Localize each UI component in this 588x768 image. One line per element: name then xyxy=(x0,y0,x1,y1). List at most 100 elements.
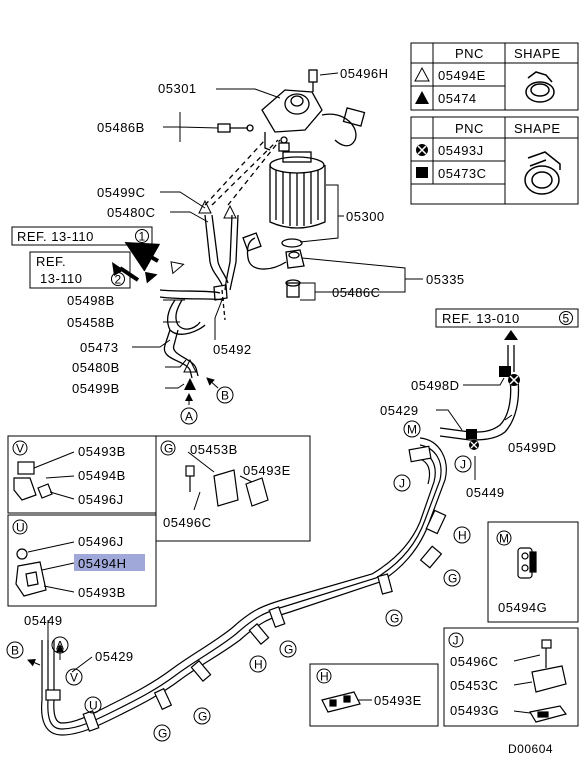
filled-triangle-icon xyxy=(184,378,196,390)
box-u-tag: U xyxy=(16,521,25,535)
callout-j: J xyxy=(460,458,467,472)
box-g-part-3: 05496C xyxy=(163,515,212,530)
ref-13-010: REF. 13-010 5 xyxy=(435,308,579,328)
callout-b: B xyxy=(11,644,20,658)
box-j-part-2: 05453C xyxy=(450,678,499,693)
label-05480C: 05480C xyxy=(107,205,156,220)
table2-header-shape: SHAPE xyxy=(514,121,561,136)
ref-13-110-2-line2: 13-110 xyxy=(40,271,83,286)
x-circle-icon xyxy=(508,374,520,386)
callout-circles xyxy=(6,386,472,742)
label-05473: 05473 xyxy=(80,340,119,355)
callout-a: A xyxy=(56,639,65,653)
callout-h: H xyxy=(458,529,467,543)
label-05429-bot: 05429 xyxy=(95,649,134,664)
callout-a: A xyxy=(185,410,194,424)
label-05492: 05492 xyxy=(213,342,252,357)
box-g-part-2: 05493E xyxy=(243,463,291,478)
clip-g-icon xyxy=(185,465,269,507)
ref-13-010-text: REF. 13-010 xyxy=(442,311,520,326)
label-05480B: 05480B xyxy=(72,360,120,375)
label-05496H: 05496H xyxy=(340,66,389,81)
table2-row1-pnc: 05493J xyxy=(438,143,484,158)
filled-triangle-icon xyxy=(145,271,158,284)
callout-g: G xyxy=(390,612,400,626)
line-clamps xyxy=(45,445,447,732)
table1-row2-pnc: 05474 xyxy=(438,91,477,106)
ref-13-110-1-text: REF. 13-110 xyxy=(17,229,94,244)
callout-m: M xyxy=(407,423,418,437)
filled-square-icon xyxy=(416,167,428,178)
ref-13-110-1-num: 1 xyxy=(139,230,146,244)
open-triangle-icon xyxy=(170,261,185,275)
label-05499D: 05499D xyxy=(508,440,557,455)
fuel-filter-assembly xyxy=(217,69,366,298)
x-circle-icon xyxy=(469,440,479,450)
clip-m-icon xyxy=(517,547,537,579)
label-05499B: 05499B xyxy=(72,381,120,396)
label-05449-bot: 05449 xyxy=(24,613,63,628)
clip-shape-1-icon xyxy=(525,71,555,103)
callout-v: V xyxy=(70,671,79,685)
box-v-part-3: 05496J xyxy=(78,492,124,507)
box-v-part-1: 05493B xyxy=(78,444,126,459)
ref-13-110-2-line1: REF. xyxy=(36,254,66,269)
label-05458B: 05458B xyxy=(67,315,115,330)
label-05499C: 05499C xyxy=(97,185,146,200)
callout-u: U xyxy=(89,699,98,713)
filled-square-icon xyxy=(466,429,477,439)
table2-header-pnc: PNC xyxy=(455,121,484,136)
box-h-part-1: 05493E xyxy=(374,693,422,708)
pnc-table-1: PNC SHAPE 05494E 05474 xyxy=(410,42,579,111)
box-u-part-1: 05496J xyxy=(78,534,124,549)
box-m-tag: M xyxy=(499,532,510,546)
box-v-tag: V xyxy=(16,442,25,456)
clip-shape-2-icon xyxy=(524,151,561,195)
detail-box-h: H 05493E xyxy=(309,663,439,727)
ref-13-110-2-num: 2 xyxy=(115,273,122,287)
box-g-part-1: 05453B xyxy=(190,442,238,457)
table1-header-shape: SHAPE xyxy=(514,46,561,61)
callout-b: B xyxy=(221,389,230,403)
filled-triangle-icon xyxy=(415,91,429,104)
label-05486C: 05486C xyxy=(332,285,381,300)
box-h-tag: H xyxy=(320,670,329,684)
box-u-part-3: 05493B xyxy=(78,585,126,600)
open-triangle-icon xyxy=(183,358,197,373)
arrow-up-head-icon xyxy=(504,330,518,340)
label-05301: 05301 xyxy=(158,81,197,96)
ref-13-110-2: REF. 13-110 2 xyxy=(29,251,131,289)
box-m-part-1: 05494G xyxy=(498,600,547,615)
box-g-tag: G xyxy=(164,442,174,456)
ref-13-010-num: 5 xyxy=(563,312,570,326)
clip-h-icon xyxy=(321,691,361,713)
box-j-part-3: 05493G xyxy=(450,703,499,718)
table1-row1-pnc: 05494E xyxy=(438,68,486,83)
callout-g: G xyxy=(198,710,208,724)
detail-box-m: M 05494G xyxy=(487,521,579,623)
fuel-hoses-left xyxy=(159,139,281,379)
callout-g: G xyxy=(448,572,458,586)
open-triangle-icon xyxy=(414,66,430,82)
label-05449-top: 05449 xyxy=(466,485,505,500)
callout-h: H xyxy=(254,658,263,672)
label-05429-top: 05429 xyxy=(380,403,419,418)
label-05486B: 05486B xyxy=(97,120,145,135)
open-triangle-icon xyxy=(198,199,212,214)
arrow-head-icon xyxy=(112,262,124,276)
label-05300: 05300 xyxy=(346,209,385,224)
detail-box-g: G 05453B 05493E 05496C xyxy=(155,435,311,542)
diagram-code: D00604 xyxy=(508,742,553,756)
label-05498B: 05498B xyxy=(67,293,115,308)
ref-13-110-1: REF. 13-110 1 xyxy=(11,226,153,246)
fuel-hose-right xyxy=(439,345,520,441)
clip-j-icon xyxy=(529,639,568,723)
table1-header-pnc: PNC xyxy=(455,46,484,61)
clip-u-icon xyxy=(15,548,47,597)
callout-j: J xyxy=(399,477,406,491)
callout-g: G xyxy=(158,727,168,741)
label-05335: 05335 xyxy=(426,272,465,287)
pnc-table-2: PNC SHAPE 05493J 05473C xyxy=(410,116,579,205)
